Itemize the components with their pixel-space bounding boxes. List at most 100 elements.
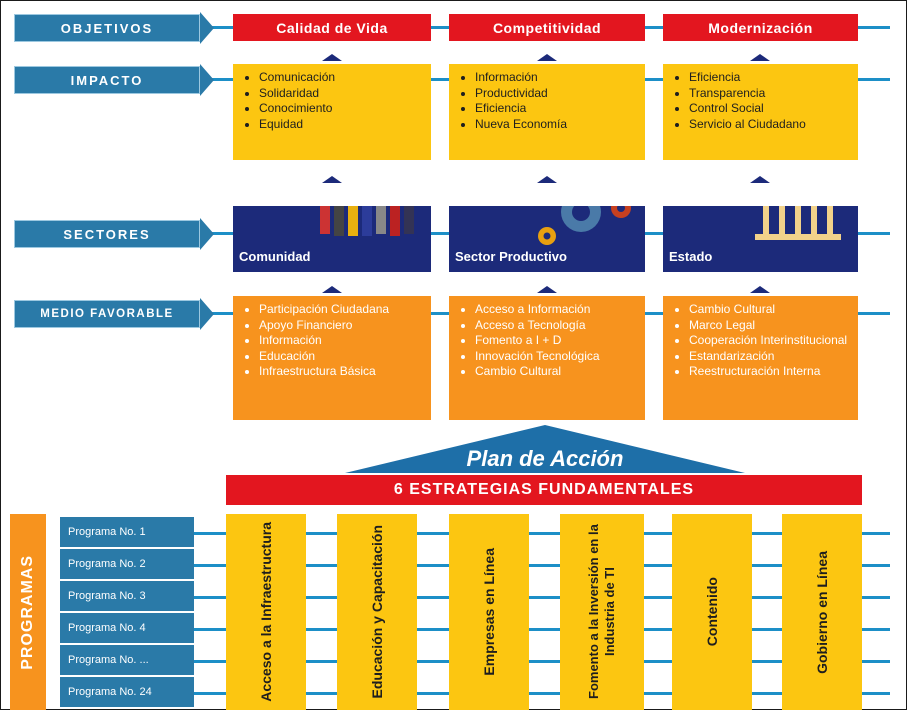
impacto-item: Control Social (689, 101, 848, 117)
programa-line-2 (194, 564, 890, 567)
impacto-panel-2: Información Productividad Eficiencia Nue… (449, 64, 645, 160)
medio-item: Cooperación Interinstitucional (689, 333, 848, 349)
medio-list-3: Cambio Cultural Marco Legal Cooperación … (675, 302, 848, 380)
sectores-up-arrow-3 (750, 176, 770, 183)
sector-estado-panel: Estado (663, 206, 858, 272)
sector-label: Comunidad (239, 249, 311, 264)
impacto-item: Eficiencia (475, 101, 635, 117)
sector-label: Sector Productivo (455, 249, 567, 264)
objetivo-competitividad: Competitividad (449, 14, 645, 41)
estrategia-label: Empresas en Línea (480, 548, 497, 676)
estrategia-contenido: Contenido (672, 514, 752, 710)
estrategia-acceso-infraestructura: Acceso a la Infraestructura (226, 514, 306, 710)
medio-item: Fomento a I + D (475, 333, 635, 349)
programa-item: Programa No. 24 (60, 677, 194, 707)
programa-item: Programa No. 3 (60, 581, 194, 611)
impacto-list-3: Eficiencia Transparencia Control Social … (675, 70, 848, 132)
impacto-item: Equidad (259, 117, 421, 133)
medio-list-1: Participación Ciudadana Apoyo Financiero… (245, 302, 421, 380)
people-icon (320, 206, 414, 236)
government-building-icon (755, 206, 841, 240)
impacto-item: Transparencia (689, 86, 848, 102)
medio-item: Participación Ciudadana (259, 302, 421, 318)
sectores-row-label: SECTORES (14, 218, 214, 250)
objetivo-modernizacion: Modernización (663, 14, 858, 41)
programa-line-1 (194, 532, 890, 535)
objetivos-arrow-tip (200, 12, 214, 44)
medio-item: Estandarización (689, 349, 848, 365)
programas-label: PROGRAMAS (19, 554, 36, 670)
sector-comunidad-panel: Comunidad (233, 206, 431, 272)
impacto-up-arrow-3 (750, 54, 770, 61)
medio-panel-1: Participación Ciudadana Apoyo Financiero… (233, 296, 431, 420)
programas-side-label: PROGRAMAS (10, 514, 46, 710)
impacto-item: Eficiencia (689, 70, 848, 86)
medio-item: Acceso a Tecnología (475, 318, 635, 334)
impacto-list-2: Información Productividad Eficiencia Nue… (461, 70, 635, 132)
impacto-item: Solidaridad (259, 86, 421, 102)
impacto-row-label: IMPACTO (14, 64, 214, 96)
medio-label: MEDIO FAVORABLE (14, 300, 200, 328)
sector-label: Estado (669, 249, 713, 264)
estrategia-label: Acceso a la Infraestructura (257, 522, 274, 702)
medio-item: Información (259, 333, 421, 349)
impacto-arrow-tip (200, 64, 214, 96)
estrategia-label: Fomento a la Inversión en la Industria d… (586, 524, 617, 700)
sectores-arrow-tip (200, 218, 214, 250)
programa-item: Programa No. 4 (60, 613, 194, 643)
impacto-item: Nueva Economía (475, 117, 635, 133)
impacto-item: Conocimiento (259, 101, 421, 117)
impacto-item: Comunicación (259, 70, 421, 86)
estrategia-gobierno-en-linea: Gobierno en Línea (782, 514, 862, 710)
estrategias-banner: 6 ESTRATEGIAS FUNDAMENTALES (226, 475, 862, 505)
programa-line-5 (194, 660, 890, 663)
impacto-item: Productividad (475, 86, 635, 102)
medio-up-arrow-1 (322, 286, 342, 293)
estrategia-label: Educación y Capacitación (368, 525, 385, 699)
impacto-panel-1: Comunicación Solidaridad Conocimiento Eq… (233, 64, 431, 160)
impacto-list-1: Comunicación Solidaridad Conocimiento Eq… (245, 70, 421, 132)
medio-item: Marco Legal (689, 318, 848, 334)
objetivos-label: OBJETIVOS (14, 14, 200, 42)
programa-item: Programa No. 1 (60, 517, 194, 547)
impacto-up-arrow-1 (322, 54, 342, 61)
impacto-up-arrow-2 (537, 54, 557, 61)
estrategia-label: Gobierno en Línea (813, 550, 830, 674)
medio-item: Cambio Cultural (475, 364, 635, 380)
medio-item: Infraestructura Básica (259, 364, 421, 380)
medio-item: Innovación Tecnológica (475, 349, 635, 365)
medio-up-arrow-2 (537, 286, 557, 293)
medio-item: Cambio Cultural (689, 302, 848, 318)
objetivos-row-label: OBJETIVOS (14, 12, 214, 44)
impacto-item: Información (475, 70, 635, 86)
sectores-label: SECTORES (14, 220, 200, 248)
sectores-up-arrow-1 (322, 176, 342, 183)
gears-icon (538, 206, 631, 245)
impacto-label: IMPACTO (14, 66, 200, 94)
sectores-up-arrow-2 (537, 176, 557, 183)
programa-item: Programa No. 2 (60, 549, 194, 579)
programa-line-4 (194, 628, 890, 631)
estrategia-fomento-inversion: Fomento a la Inversión en la Industria d… (560, 514, 644, 710)
plan-de-accion-title: Plan de Acción (466, 446, 624, 471)
sector-productivo-panel: Sector Productivo (449, 206, 645, 272)
estrategia-empresas-en-linea: Empresas en Línea (449, 514, 529, 710)
impacto-item: Servicio al Ciudadano (689, 117, 848, 133)
programa-item: Programa No. ... (60, 645, 194, 675)
medio-up-arrow-3 (750, 286, 770, 293)
estrategia-educacion-capacitacion: Educación y Capacitación (337, 514, 417, 710)
impacto-panel-3: Eficiencia Transparencia Control Social … (663, 64, 858, 160)
medio-arrow-tip (200, 298, 214, 330)
estrategia-label: Contenido (703, 577, 720, 647)
medio-item: Educación (259, 349, 421, 365)
medio-panel-3: Cambio Cultural Marco Legal Cooperación … (663, 296, 858, 420)
medio-item: Apoyo Financiero (259, 318, 421, 334)
medio-panel-2: Acceso a Información Acceso a Tecnología… (449, 296, 645, 420)
programa-line-6 (194, 692, 890, 695)
medio-list-2: Acceso a Información Acceso a Tecnología… (461, 302, 635, 380)
plan-roof-shape (345, 425, 745, 473)
programa-line-3 (194, 596, 890, 599)
medio-item: Acceso a Información (475, 302, 635, 318)
medio-item: Reestructuración Interna (689, 364, 848, 380)
medio-row-label: MEDIO FAVORABLE (14, 298, 214, 330)
